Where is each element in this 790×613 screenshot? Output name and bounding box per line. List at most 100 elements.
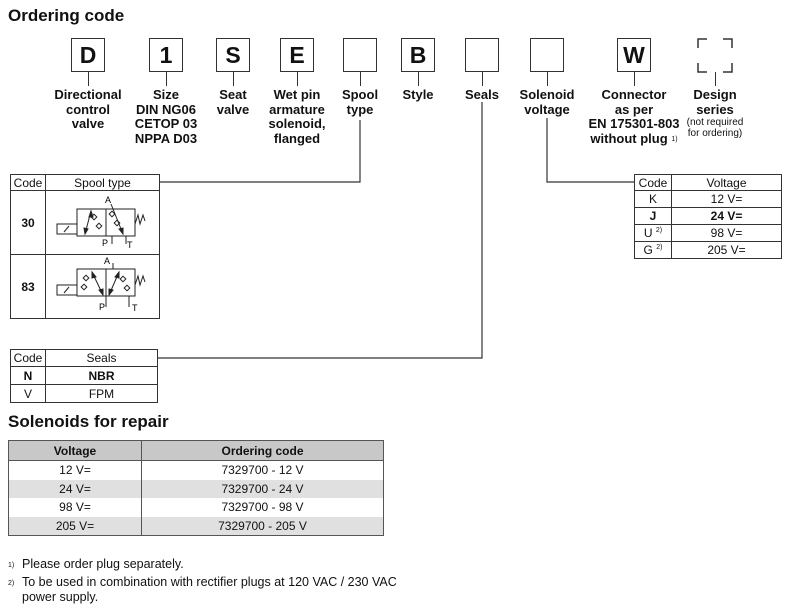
label-line: Spool [341,87,379,102]
repair-code: 7329700 - 24 V [141,479,384,498]
voltage-code-cell: U 2) [634,224,672,242]
repair-voltage: 98 V= [8,498,142,517]
table-row: N NBR [10,366,158,385]
label-line: DIN NG06 [136,101,196,117]
repair-code: 7329700 - 12 V [221,463,304,478]
label-line: CETOP 03 [134,116,198,131]
port-label-a: A [105,195,111,205]
column-header: Voltage [671,174,782,191]
footnote-text-line: To be used in combination with rectifier… [22,575,397,589]
valve-symbol-83-icon: A P T [45,254,160,319]
port-label-t: T [132,303,138,313]
label-line: Size [152,87,180,102]
label-line: NPPA D03 [134,130,198,146]
column-header: Code [10,174,46,191]
label-line: EN 175301-803 [588,116,680,131]
port-label-p: P [99,302,105,312]
footnote-text: Please order plug separately. [22,557,184,571]
label-line: Connector [601,87,667,102]
code-box-seat: S [216,38,250,72]
column-header: Voltage [8,440,142,461]
code-box-spool-type [343,38,377,72]
connector-line [88,72,90,86]
label-line: Solenoid [519,87,575,102]
connector-line [233,72,235,86]
table-row: 12 V= 7329700 - 12 V [8,460,384,480]
footnote-text-line: power supply. [22,590,99,604]
footnote-2: 2) To be used in combination with rectifi… [8,575,397,605]
label-line: flanged [273,130,321,146]
label-line: as per [614,101,654,117]
port-label-a: A [104,256,110,266]
voltage-value: 24 V= [671,207,782,225]
repair-code: 7329700 - 205 V [141,516,384,536]
voltage-table: Code Voltage K 12 V= J 24 V= U 2) 98 V= … [634,174,782,259]
connector-line [297,72,299,86]
valve-symbol-30-icon: A P T [45,190,160,255]
label-line: voltage [524,101,570,117]
table-row: J 24 V= [634,207,782,225]
label-note: for ordering) [687,128,743,139]
label-voltage: Solenoid voltage [519,87,575,117]
column-header: Seals [45,349,158,367]
seal-value: NBR [45,366,158,385]
footnote-marker: 2) [656,244,663,251]
repair-code: 7329700 - 98 V [221,500,304,515]
voltage-value: 98 V= [671,224,782,242]
connector-line [482,72,484,86]
label-directional: Directional control valve [54,87,122,132]
code-box-voltage [530,38,564,72]
connector-line [547,72,549,86]
code-box-solenoid: E [280,38,314,72]
column-header: Code [10,349,46,367]
voltage-code: G [643,243,653,257]
label-line: Seat [219,87,247,102]
seal-code: V [10,384,46,403]
seal-value: FPM [45,384,158,403]
repair-voltage: 12 V= [8,460,142,480]
footnote-text: To be used in combination with rectifier… [22,575,397,605]
label-style: Style [402,87,434,103]
column-header: Ordering code [141,440,384,461]
spool-code: 83 [10,254,46,319]
voltage-code: J [634,207,672,225]
table-row: 30 [10,190,160,255]
label-spool-type: Spool type [341,87,379,117]
repair-table: Voltage Ordering code 12 V= 7329700 - 12… [8,440,384,536]
label-line: Directional [54,87,122,102]
spool-code: 30 [10,190,46,255]
label-line: valve [71,116,105,131]
code-box-seals [465,38,499,72]
column-header: Code [634,174,672,191]
port-label-p: P [102,238,108,248]
label-line: valve [216,101,250,117]
footnote-marker: 1) [671,135,678,143]
label-line: armature [269,101,325,117]
label-design-series: Design series (not required for ordering… [687,87,744,139]
table-row: 205 V= 7329700 - 205 V [8,516,384,536]
voltage-code-cell: G 2) [634,241,672,259]
connector-line [418,72,420,86]
spool-type-table: Code Spool type 30 [10,174,160,319]
label-seat: Seat valve [216,87,250,117]
label-seals: Seals [465,87,499,103]
label-size: Size DIN NG06 CETOP 03 NPPA D03 [134,87,198,146]
footnote-mark: 2) [8,580,15,587]
voltage-code: K [634,190,672,208]
connector-line [166,72,168,86]
label-line: Design [693,87,737,102]
section-title-repair: Solenoids for repair [8,412,169,431]
table-row: U 2) 98 V= [634,224,782,242]
table-row: G 2) 205 V= [634,241,782,259]
label-line: solenoid, [268,116,326,131]
label-line: series [696,101,734,117]
label-line: Style [402,87,434,102]
label-connector: Connector as per EN 175301-803 without p… [588,87,680,146]
footnote-mark: 1) [8,562,15,569]
page-title: Ordering code [8,6,125,25]
footnote-marker: 2) [655,227,663,234]
code-box-style: B [401,38,435,72]
table-row: K 12 V= [634,190,782,208]
footnote-1: 1) Please order plug separately. [8,557,184,572]
seal-code: N [10,366,46,385]
